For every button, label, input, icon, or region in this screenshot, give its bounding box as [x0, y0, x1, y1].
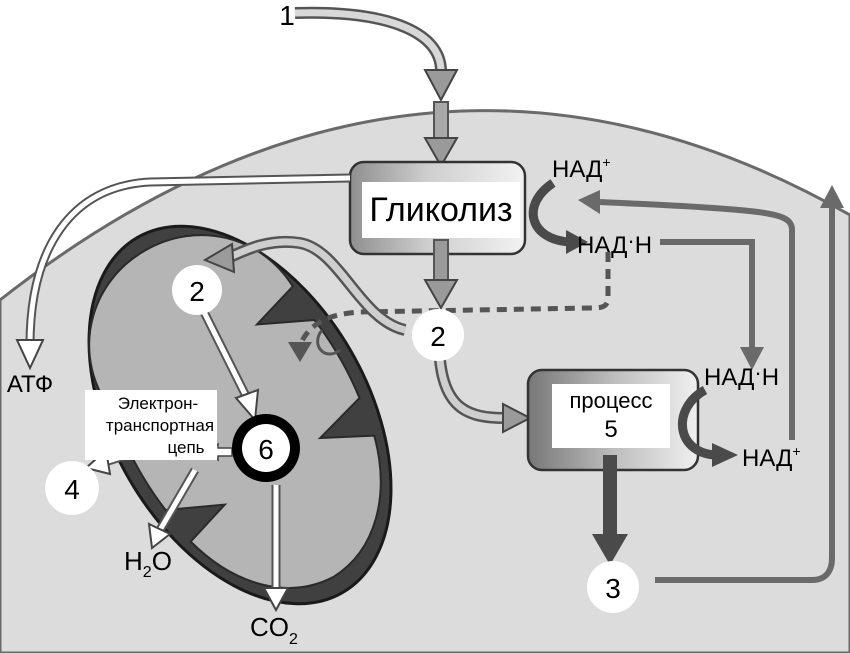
- arrow-3-out-of-cell: [655, 185, 844, 583]
- marker-4: 4: [45, 461, 99, 515]
- glycolysis-label: Гликолиз: [369, 191, 512, 229]
- co2-label: CO2: [250, 612, 298, 648]
- arrow-1-to-glycolysis: [294, 6, 459, 169]
- nad-cycle-process-5: [678, 386, 738, 467]
- marker-3: 3: [587, 561, 639, 613]
- atp-label: АТФ: [7, 371, 53, 398]
- marker-2-mitochondrion: 2: [172, 265, 222, 315]
- process-5-label-line1: процесс: [570, 388, 653, 413]
- marker-2-cytoplasm: 2: [412, 309, 464, 361]
- nadh-top-label: НАД·Н: [577, 228, 652, 259]
- process-5-box: процесс 5: [526, 368, 700, 472]
- process-5-label-line2: 5: [604, 416, 617, 443]
- glycolysis-box: Гликолиз: [348, 160, 527, 256]
- arrow-glycolysis-to-atp: [15, 173, 351, 371]
- svg-text:6: 6: [258, 434, 274, 465]
- arrow-chain-to-water: [147, 467, 199, 550]
- water-label: H2O: [124, 546, 172, 581]
- electron-chain-label-line1: Электрон-: [118, 394, 198, 413]
- marker-1: 1: [279, 0, 295, 31]
- svg-text:2: 2: [430, 321, 446, 352]
- arrow-glycolysis-to-2: [423, 239, 459, 311]
- electron-chain-label-line3: цепь: [167, 438, 204, 457]
- svg-text:1: 1: [279, 0, 295, 31]
- arrow-process-5-to-3: [592, 455, 628, 565]
- marker-6: 6: [232, 414, 300, 482]
- nadh-bottom-label: НАД·Н: [704, 360, 779, 391]
- dashed-nadh-to-mitochondrion: [288, 252, 611, 362]
- nad-cycle-glycolysis: [528, 179, 795, 440]
- electron-chain-label-bg: [85, 390, 217, 460]
- mitochondrion: [87, 224, 393, 606]
- arrow-2-to-6: [198, 307, 260, 423]
- svg-text:3: 3: [605, 573, 621, 604]
- nad-plus-top-label: НАД+: [552, 154, 611, 183]
- svg-text:4: 4: [64, 474, 80, 505]
- electron-chain-label-line2: транспортная: [106, 416, 214, 435]
- svg-text:2: 2: [189, 276, 205, 307]
- nad-plus-bottom-label: НАД+: [742, 443, 801, 472]
- arrow-6-to-co2: [262, 485, 290, 613]
- arrow-2-to-process-5: [434, 359, 533, 434]
- arrow-2-into-mitochondrion: [202, 235, 407, 336]
